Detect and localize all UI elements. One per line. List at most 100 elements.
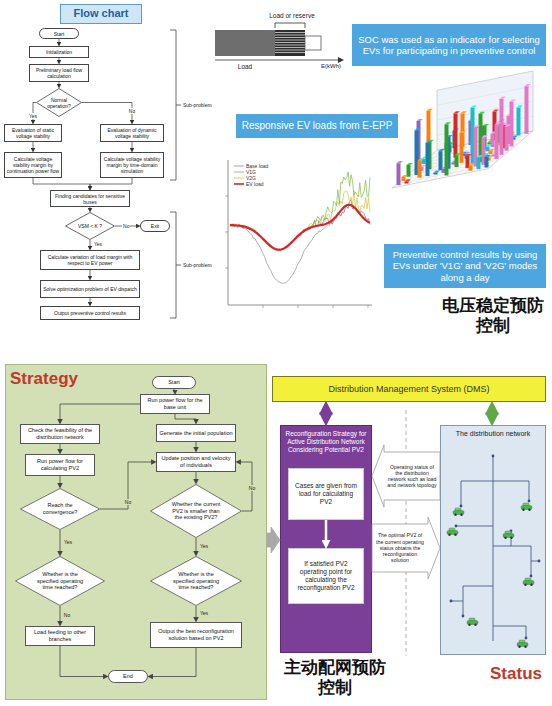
process-box: If satisfied PV2 operating point for cal… xyxy=(288,548,364,604)
bar-face xyxy=(418,161,422,178)
bar xyxy=(454,111,461,158)
decision-diamond: Whether is the specified operating time … xyxy=(150,556,242,606)
arrow-text: Operating status of the distribution net… xyxy=(386,464,438,489)
bar xyxy=(434,170,441,174)
bar-top xyxy=(405,179,412,181)
bar-face xyxy=(445,124,449,175)
bar xyxy=(517,105,524,135)
diamond-shape xyxy=(66,213,115,240)
ev-wheel xyxy=(504,537,506,539)
node-text: Start xyxy=(54,31,65,37)
ev-wheel xyxy=(448,534,450,536)
axis-arrowhead xyxy=(338,57,344,63)
ev-wheel xyxy=(528,509,530,511)
bar-top xyxy=(500,97,507,99)
bus-node xyxy=(528,500,531,503)
bar-top xyxy=(466,154,473,156)
bar-top xyxy=(415,128,422,130)
block-arrow xyxy=(372,445,440,507)
bar xyxy=(477,155,484,169)
node-text: Exit xyxy=(151,223,159,229)
process-box: Update position and velocity of individu… xyxy=(156,452,236,472)
bar-face xyxy=(505,126,509,150)
bar-top xyxy=(465,152,472,154)
ev-wheel xyxy=(518,646,520,648)
node-text: The distribution network xyxy=(456,430,530,438)
connector xyxy=(33,142,34,150)
ev-wheel xyxy=(522,509,524,511)
ev-wheel xyxy=(524,646,526,648)
connector xyxy=(90,298,91,304)
sub-problem-bracket xyxy=(170,30,181,318)
process-box: SOC was used as an indicator for selecti… xyxy=(352,24,546,66)
arrow-text: The optimal PV2 of the current operating… xyxy=(374,532,426,563)
node-text: Calculate voltage stability margin by ti… xyxy=(103,156,162,174)
node-text: VSM < K ? xyxy=(78,223,102,229)
bus-node xyxy=(450,600,453,603)
connector xyxy=(90,178,132,188)
bus-node xyxy=(455,525,458,528)
diamond-shape xyxy=(21,489,100,530)
legend-text: V2G xyxy=(246,175,256,181)
bar-top xyxy=(407,163,414,165)
decision-diamond: Reach the convergence? xyxy=(20,488,100,530)
process-box: Calculate voltage stability margin by ti… xyxy=(100,152,164,178)
ev-body xyxy=(517,643,528,647)
ev-wheel xyxy=(454,534,456,536)
connector xyxy=(196,472,197,481)
connector xyxy=(60,606,61,623)
bar-face xyxy=(525,86,529,134)
node-text: Output preventive control results xyxy=(54,310,126,316)
node-text: Reach the convergence? xyxy=(38,502,82,515)
ev-wheel xyxy=(460,514,462,516)
node-text: Initialization xyxy=(46,49,72,55)
terminal-oval: Start xyxy=(152,376,196,389)
connector xyxy=(90,270,91,278)
bar-top xyxy=(510,99,517,101)
bar-top xyxy=(469,163,476,165)
decision-diamond: VSM < K ? xyxy=(65,212,115,240)
node-text: Generate the initial population xyxy=(159,430,232,437)
node-text: Run power flow for the base unit xyxy=(143,397,207,410)
node-text: SOC was used as an indicator for selecti… xyxy=(356,34,542,57)
connector xyxy=(325,520,328,544)
legend-line-sample xyxy=(234,164,244,168)
legend-text: Base load xyxy=(246,163,268,169)
process-box: Evaluation of static voltage stability xyxy=(4,124,62,142)
node-text: Flow chart xyxy=(73,7,128,20)
bar-top xyxy=(471,105,478,107)
node-text: Preventive control results by using EVs … xyxy=(388,249,542,283)
process-box: Distribution Management System (DMS) xyxy=(272,376,546,402)
bar-face xyxy=(402,177,406,181)
ev-body xyxy=(467,621,478,625)
panel-title: Status xyxy=(486,664,546,684)
bracket-label: Sub-problem xyxy=(183,262,221,268)
ev-body xyxy=(447,531,458,535)
battery-tip xyxy=(305,36,321,50)
bar-top xyxy=(505,124,512,126)
node-text: Distribution Management System (DMS) xyxy=(328,384,489,395)
axis-label: E(kWh) xyxy=(314,63,348,70)
network-illustration xyxy=(441,426,545,654)
bar-top xyxy=(461,111,468,113)
bar-top xyxy=(482,135,489,137)
bar-top xyxy=(489,149,496,151)
bar-top xyxy=(454,111,461,113)
edge-label: No xyxy=(128,108,136,114)
legend-entry: EV load xyxy=(234,181,268,187)
connector xyxy=(90,207,91,210)
legend-line-sample xyxy=(234,176,244,180)
bar-top xyxy=(517,105,524,107)
bar-face xyxy=(500,99,504,155)
process-box: Run power flow for calculating PV2 xyxy=(25,454,95,476)
chart-grid xyxy=(437,86,533,105)
bus-node xyxy=(538,560,541,563)
ev-icon xyxy=(503,531,514,539)
line-chart xyxy=(230,172,370,283)
bar xyxy=(426,141,433,177)
bracket xyxy=(170,212,181,318)
bar-top xyxy=(426,141,433,143)
bar-top xyxy=(427,109,434,111)
process-box: Initialization xyxy=(29,46,89,58)
